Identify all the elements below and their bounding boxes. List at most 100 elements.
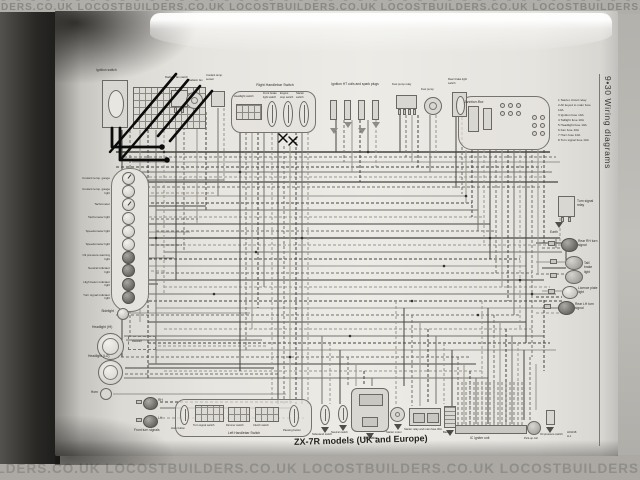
tail-brake-light-label: Tail/ brake light bbox=[584, 261, 593, 274]
horn-label: Horn bbox=[90, 390, 98, 394]
resistor-symbol bbox=[128, 336, 156, 350]
licence-plate-light-label: Licence plate light bbox=[578, 286, 598, 295]
ic-igniter-label: IC igniter unit bbox=[470, 436, 490, 440]
fuse-symbol bbox=[508, 103, 513, 108]
turn-signal-switch-label: Turn signal switch bbox=[193, 424, 215, 427]
horn-button-label: Horn button bbox=[171, 427, 186, 430]
pickup-coil-symbol bbox=[527, 421, 541, 435]
cluster-item-label: Speedometer light bbox=[85, 241, 110, 246]
fuse-symbol bbox=[532, 123, 537, 128]
starter-motor-symbol bbox=[390, 407, 405, 422]
neutral-switch-label: Neutral switch bbox=[331, 431, 348, 434]
front-brake-light-switch-label: Front brake light switch bbox=[263, 92, 277, 99]
dimmer-switch-symbol bbox=[228, 407, 250, 422]
rear-turn-signal-rh-symbol bbox=[561, 238, 578, 252]
junction-box-relay bbox=[483, 108, 492, 130]
fuel-pump-relay-symbol bbox=[396, 95, 417, 109]
rear-turn-signal-lh-symbol bbox=[558, 301, 575, 315]
rear-brake-light-switch-symbol bbox=[452, 92, 467, 117]
licence-plate-light-symbol bbox=[562, 286, 578, 299]
front-turn-signal-rh-symbol bbox=[143, 397, 158, 410]
page-margin-rule bbox=[599, 74, 600, 446]
ignition-switch-symbol bbox=[102, 80, 128, 128]
fuse-symbol bbox=[516, 111, 521, 116]
indicator-circle bbox=[122, 198, 135, 212]
starter-motor-label: Starter motor bbox=[386, 431, 402, 434]
cluster-item-label: Tachometer bbox=[94, 202, 110, 207]
turn-signal-switch-symbol bbox=[195, 405, 224, 422]
fuse-symbol bbox=[540, 115, 545, 120]
tail-brake-bulb-symbol bbox=[565, 256, 583, 270]
sidestand-switch-label: Sidestand switch bbox=[312, 433, 333, 436]
indicator-circle bbox=[122, 264, 135, 278]
front-turn-signals-caption: Front turn signals bbox=[134, 428, 160, 432]
front-turn-signal-lh-symbol bbox=[143, 415, 158, 428]
passing-button-symbol bbox=[289, 405, 299, 427]
page-edge-shadow bbox=[55, 440, 618, 456]
zigzag-pattern: ▲ ▲ ▲ ▲ ▲ ▲ ▲ ▲ ▲ ▲ ▲ ▲ ▲ ▲ ▲ ▲ ▲ ▲ ▲ ▲ … bbox=[0, 0, 640, 3]
page-number-title: 9•30 Wiring diagrams bbox=[603, 76, 613, 169]
cluster-item-label: Oil pressure warning light bbox=[82, 253, 110, 261]
alternator-label: Alternator bbox=[362, 436, 378, 440]
ignition-coil-symbol bbox=[344, 100, 351, 120]
fuse-symbol bbox=[500, 103, 505, 108]
ic-igniter-symbol bbox=[455, 425, 527, 434]
cluster-item-label: Tachometer light bbox=[87, 215, 110, 220]
junction-box-label: Junction Box bbox=[464, 100, 484, 104]
rear-turn-rh-label: Rear RH turn signal bbox=[578, 239, 598, 248]
radiator-fan-label: Radiator fan bbox=[188, 79, 203, 82]
cluster-row: Tachometer light bbox=[82, 211, 142, 225]
ignition-coil-symbol bbox=[372, 100, 379, 120]
indicator-circle bbox=[122, 251, 135, 265]
sidestand-switch-symbol bbox=[320, 405, 330, 425]
watermark-band-top: ▲ ▲ ▲ ▲ ▲ ▲ ▲ ▲ ▲ ▲ ▲ ▲ ▲ ▲ ▲ ▲ ▲ ▲ ▲ ▲ … bbox=[0, 0, 640, 14]
headlight-switch-symbol bbox=[236, 104, 262, 120]
headlight-lo-symbol bbox=[98, 360, 123, 385]
horn-symbol bbox=[100, 388, 112, 400]
legend-item: 6 Fan fuse 10A bbox=[558, 127, 579, 132]
headlight-hi-symbol bbox=[97, 333, 124, 360]
rear-brake-light-switch-label: Rear brake light switch bbox=[448, 78, 467, 85]
fuse-symbol bbox=[540, 131, 545, 136]
resistor-label: Resistor bbox=[132, 340, 142, 343]
legend-item: 8 Turn signal fuse 10A bbox=[558, 137, 589, 142]
indicator-circle bbox=[122, 277, 135, 291]
legend-item: 3 Ignition fuse 10A bbox=[558, 112, 584, 117]
cluster-row: Turn signal indicator light bbox=[82, 290, 142, 304]
turn-signal-relay-label: Turn signal relay bbox=[577, 199, 594, 208]
fuse-symbol bbox=[500, 111, 505, 116]
instrument-cluster: Coolant temp. gauge Coolant temp. gauge … bbox=[82, 172, 142, 304]
fuel-pump-label: Fuel pump bbox=[421, 88, 434, 91]
battery-label: Battery bbox=[443, 431, 452, 434]
fuse-symbol bbox=[508, 111, 513, 116]
indicator-circle bbox=[122, 238, 135, 252]
cluster-row: Speedometer light bbox=[82, 238, 142, 252]
neutral-switch-symbol bbox=[338, 405, 348, 423]
headlight-lo-label: Headlight (LO) bbox=[88, 354, 110, 358]
sidelight-symbol bbox=[117, 308, 129, 320]
fuel-pump-relay-label: Fuel pump relay bbox=[392, 83, 412, 86]
starter-relay-symbol bbox=[409, 408, 441, 426]
fuse-symbol bbox=[532, 115, 537, 120]
ignition-coils-label: Ignition HT coils and spark plugs bbox=[331, 82, 379, 86]
starter-switch-label: Starter switch bbox=[296, 92, 305, 99]
cluster-item-label: Neutral indicator light bbox=[88, 266, 110, 274]
ignition-switch-label: Ignition switch bbox=[96, 68, 117, 72]
cluster-row: Tachometer bbox=[82, 198, 142, 212]
coolant-temp-sensor-symbol bbox=[211, 91, 225, 107]
scanner-bed-shadow bbox=[0, 12, 60, 464]
cluster-row: Speedometer light bbox=[82, 224, 142, 238]
engine-stop-switch-symbol bbox=[283, 101, 293, 127]
cluster-row: Neutral indicator light bbox=[82, 264, 142, 278]
fuel-pump-symbol bbox=[424, 97, 442, 115]
clutch-switch-symbol bbox=[255, 407, 279, 422]
coolant-temp-sensor-label: Coolant temp. sensor bbox=[206, 74, 223, 81]
cluster-row: Coolant temp. gauge bbox=[82, 172, 142, 186]
indicator-circle bbox=[122, 172, 135, 186]
oil-pressure-switch-symbol bbox=[546, 410, 555, 425]
dimmer-switch-label: Dimmer switch bbox=[226, 424, 244, 427]
cluster-item-label: Coolant temp. gauge light bbox=[82, 187, 110, 195]
cluster-row: Oil pressure warning light bbox=[82, 251, 142, 265]
